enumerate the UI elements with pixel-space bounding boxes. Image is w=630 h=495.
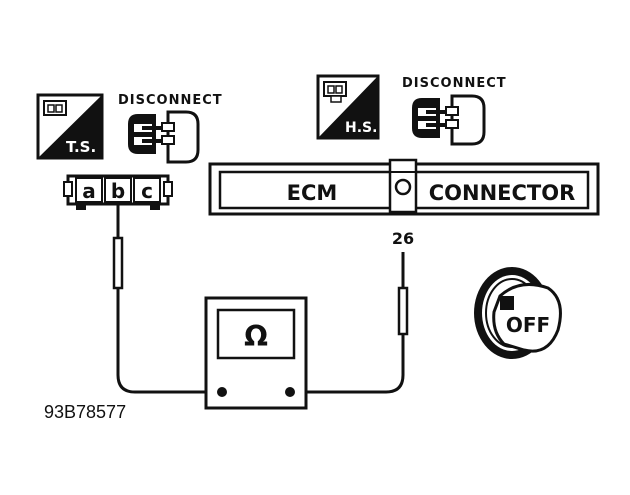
ts-badge-label: T.S.	[66, 138, 96, 156]
connector-icon	[43, 100, 67, 116]
terminal-b-label: b	[111, 179, 125, 203]
ohmmeter: Ω	[204, 296, 308, 410]
terminal-c-label: c	[141, 179, 153, 203]
ts-badge: T.S.	[36, 93, 104, 160]
ignition-off-label: OFF	[506, 313, 550, 337]
disconnected-plug-icon-left	[128, 110, 200, 164]
ecm-label: ECM	[287, 181, 338, 205]
disconnected-plug-icon-right	[412, 94, 486, 146]
ignition-key-off-icon: OFF	[474, 267, 562, 359]
figure-code: 93B78577	[44, 402, 126, 422]
ohm-symbol: Ω	[244, 320, 268, 353]
hs-badge: H.S.	[316, 74, 380, 140]
meter-terminal-right	[285, 387, 295, 397]
disconnect-label-right: DISCONNECT	[402, 76, 507, 91]
terminal-block: a b c	[63, 174, 173, 210]
pin-26-socket	[394, 178, 412, 196]
connector-icon-right	[323, 81, 347, 103]
probe-lead-left	[112, 204, 222, 394]
meter-terminal-left	[217, 387, 227, 397]
pin-number-label: 26	[392, 229, 414, 248]
disconnect-label-left: DISCONNECT	[118, 93, 223, 108]
connector-label: CONNECTOR	[429, 181, 576, 205]
terminal-a-label: a	[82, 179, 96, 203]
probe-lead-right	[290, 252, 409, 394]
hs-badge-label: H.S.	[345, 120, 377, 136]
ecm-connector: ECM CONNECTOR	[208, 158, 600, 216]
